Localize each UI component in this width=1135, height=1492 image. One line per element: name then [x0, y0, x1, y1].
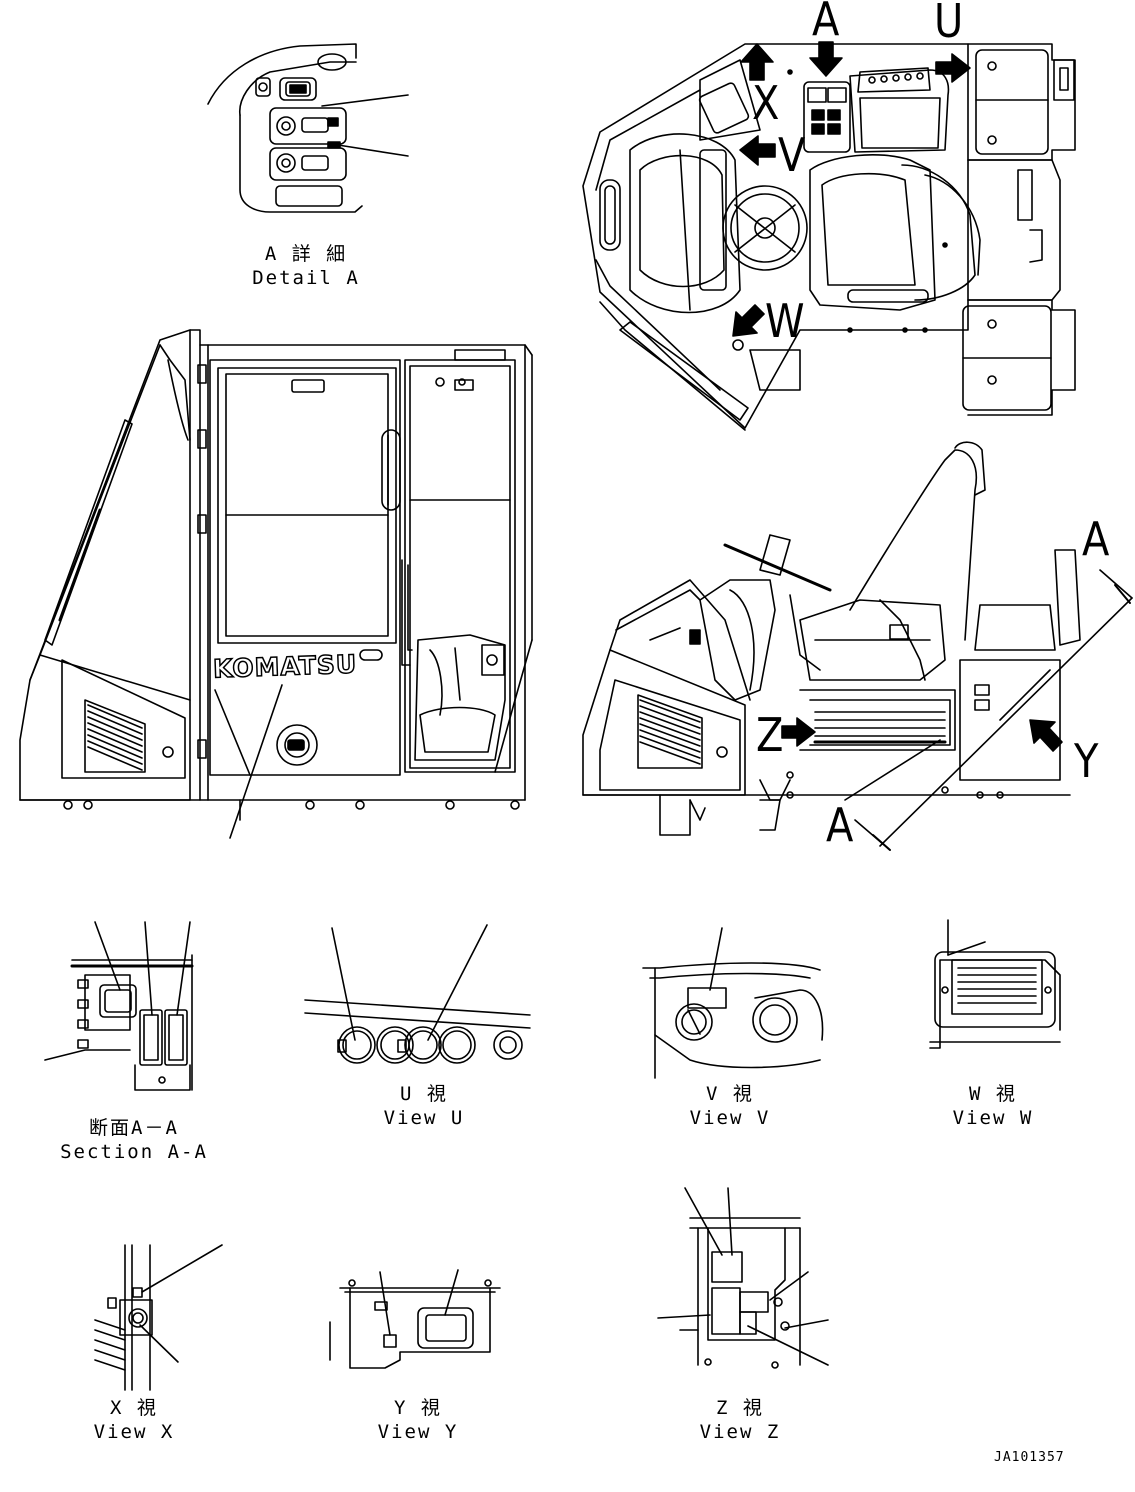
- caption-view-v-jp: V 視: [706, 1083, 754, 1105]
- caption-view-x: X 視 View X: [94, 1396, 175, 1444]
- marker-y: Y: [1074, 735, 1099, 789]
- view-z-drawing: [658, 1188, 828, 1368]
- caption-detail-a: A 詳 細 Detail A: [252, 242, 360, 290]
- caption-section-aa-en: Section A-A: [60, 1141, 208, 1163]
- detail-a-drawing: [208, 44, 408, 212]
- caption-view-w: W 視 View W: [953, 1082, 1034, 1130]
- marker-a-side-bottom: A: [826, 799, 854, 853]
- caption-view-v: V 視 View V: [690, 1082, 771, 1130]
- view-w-drawing: [930, 920, 1060, 1048]
- caption-view-y: Y 視 View Y: [378, 1396, 459, 1444]
- marker-v: V: [778, 129, 806, 183]
- marker-u: U: [934, 0, 964, 49]
- caption-detail-a-en: Detail A: [252, 267, 360, 289]
- caption-section-aa-jp: 断面A－A: [89, 1117, 179, 1139]
- caption-view-w-en: View W: [952, 1107, 1034, 1129]
- caption-view-v-en: View V: [689, 1107, 771, 1129]
- view-u-drawing: [305, 925, 530, 1063]
- marker-w: W: [765, 295, 805, 349]
- view-y-drawing: [330, 1270, 500, 1368]
- caption-view-u-jp: U 視: [400, 1083, 448, 1105]
- seat-side-view: [583, 442, 1132, 850]
- caption-view-z: Z 視 View Z: [700, 1396, 781, 1444]
- caption-view-y-jp: Y 視: [394, 1397, 442, 1419]
- marker-z: Z: [756, 709, 784, 763]
- cab-side-view: [20, 330, 532, 838]
- caption-view-y-en: View Y: [377, 1421, 459, 1443]
- top-plan-view: [583, 42, 1075, 430]
- caption-view-x-jp: X 視: [110, 1397, 158, 1419]
- caption-view-w-jp: W 視: [969, 1083, 1017, 1105]
- marker-x: X: [752, 77, 780, 131]
- drawing-code: JA101357: [994, 1450, 1065, 1465]
- marker-a-top: A: [812, 0, 840, 47]
- section-aa-drawing: [45, 922, 192, 1090]
- view-v-drawing: [643, 928, 823, 1078]
- caption-view-u: U 視 View U: [384, 1082, 465, 1130]
- caption-view-z-jp: Z 視: [716, 1397, 764, 1419]
- caption-view-x-en: View X: [93, 1421, 175, 1443]
- caption-view-u-en: View U: [383, 1107, 465, 1129]
- marker-a-side-top: A: [1082, 513, 1110, 567]
- komatsu-logo: KOMATSU: [212, 649, 359, 685]
- caption-view-z-en: View Z: [699, 1421, 781, 1443]
- caption-section-aa: 断面A－A Section A-A: [60, 1116, 208, 1164]
- caption-detail-a-jp: A 詳 細: [264, 243, 348, 265]
- view-x-drawing: [95, 1245, 222, 1390]
